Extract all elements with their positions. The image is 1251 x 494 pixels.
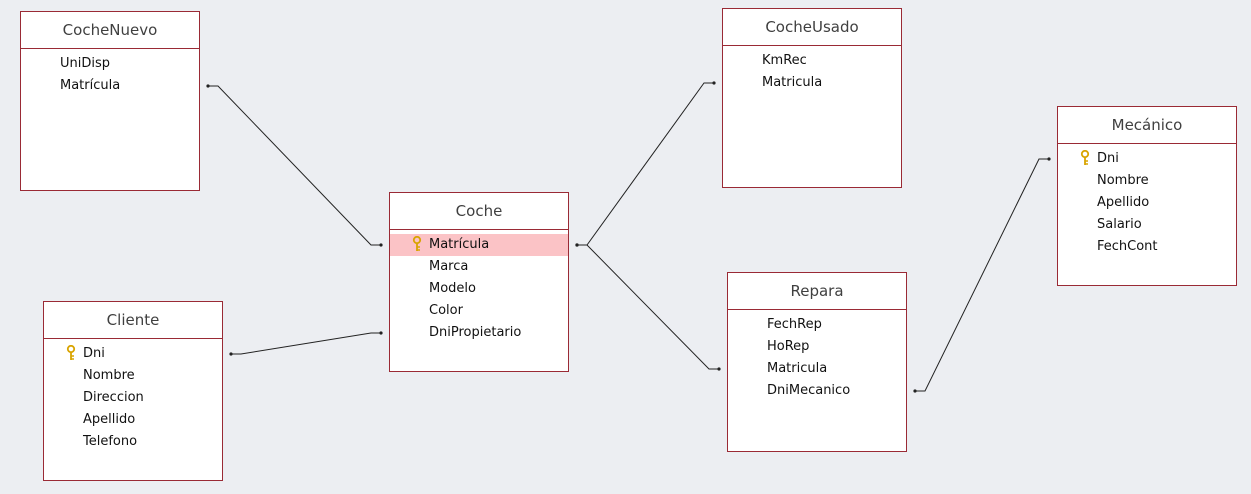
field-row[interactable]: Matrícula [390, 234, 568, 256]
relationship-endpoint [575, 243, 579, 247]
table-title[interactable]: Coche [390, 193, 568, 230]
table-title[interactable]: Cliente [44, 302, 222, 339]
relationship-endpoint [717, 367, 721, 371]
field-row[interactable]: FechRep [767, 317, 822, 332]
field-row[interactable]: Telefono [83, 434, 138, 449]
field-row[interactable]: HoRep [767, 339, 810, 354]
field-row[interactable]: Dni [44, 343, 222, 365]
relationship-line[interactable] [577, 82, 714, 246]
relationship-line[interactable] [231, 332, 381, 355]
relationship-endpoint [1047, 157, 1051, 161]
field-row[interactable]: Nombre [1097, 173, 1149, 188]
field-row[interactable]: Matrícula [60, 78, 121, 93]
field-row[interactable]: Matricula [767, 361, 828, 376]
relationship-line[interactable] [915, 158, 1049, 392]
field-row[interactable]: KmRec [762, 53, 807, 68]
table-title[interactable]: Repara [728, 273, 906, 310]
field-row[interactable]: Apellido [1097, 195, 1150, 210]
field-label: Matrícula [429, 237, 490, 252]
field-row[interactable]: Modelo [429, 281, 476, 296]
relationship-endpoint [206, 84, 210, 88]
field-row[interactable]: FechCont [1097, 239, 1158, 254]
relationship-endpoint [913, 389, 917, 393]
field-row[interactable]: DniPropietario [429, 325, 522, 340]
field-row[interactable]: Apellido [83, 412, 136, 427]
field-row[interactable]: Dni [1058, 148, 1236, 170]
table-title[interactable]: CocheNuevo [21, 12, 199, 49]
relationship-endpoint [229, 352, 233, 356]
relationship-endpoint [712, 81, 716, 85]
relationship-endpoint [379, 331, 383, 335]
field-row[interactable]: Matricula [762, 75, 823, 90]
field-label: Dni [1097, 151, 1119, 166]
primary-key-icon [1080, 150, 1090, 165]
primary-key-icon [66, 345, 76, 360]
primary-key-icon [412, 236, 422, 251]
table-title[interactable]: Mecánico [1058, 107, 1236, 144]
field-row[interactable]: DniMecanico [767, 383, 851, 398]
relationship-line[interactable] [577, 244, 719, 370]
table-title[interactable]: CocheUsado [723, 9, 901, 46]
field-row[interactable]: UniDisp [60, 56, 111, 71]
field-label: Dni [83, 346, 105, 361]
relationship-line[interactable] [208, 85, 381, 246]
field-row[interactable]: Nombre [83, 368, 135, 383]
field-row[interactable]: Marca [429, 259, 469, 274]
field-row[interactable]: Color [429, 303, 463, 318]
relationship-endpoint [379, 243, 383, 247]
field-row[interactable]: Salario [1097, 217, 1142, 232]
field-row[interactable]: Direccion [83, 390, 144, 405]
